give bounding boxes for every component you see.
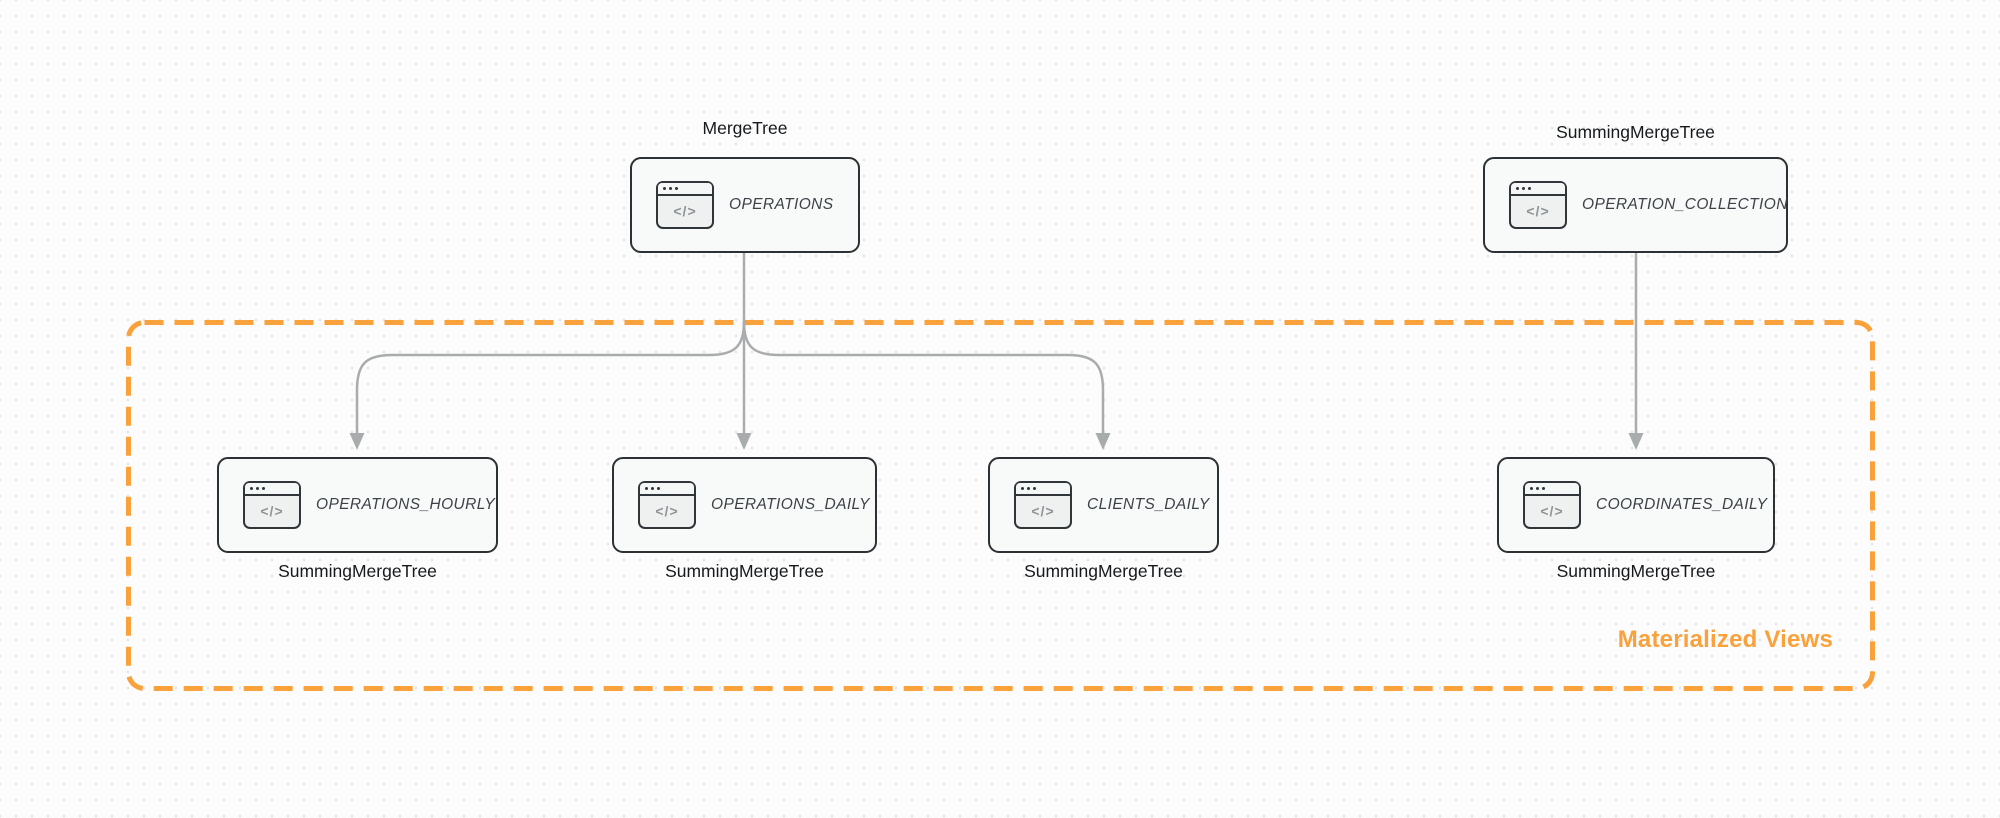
code-glyph: </> <box>1540 502 1564 519</box>
engine-label-clients-daily: SummingMergeTree <box>1024 561 1183 581</box>
window-bar <box>1525 483 1579 496</box>
node-title: OPERATIONS <box>729 196 834 213</box>
arrowhead-operations-hourly <box>349 433 365 450</box>
window-bar <box>1511 183 1565 196</box>
node-clients-daily[interactable]: </> CLIENTS_DAILY <box>988 457 1219 553</box>
arrowhead-operations-daily <box>736 433 752 450</box>
node-operations[interactable]: </> OPERATIONS <box>630 157 860 253</box>
code-window-icon: </> <box>243 481 301 529</box>
code-glyph: </> <box>260 502 284 519</box>
node-title: OPERATION_COLLECTION <box>1582 196 1788 213</box>
node-title: CLIENTS_DAILY <box>1087 496 1210 513</box>
node-title: OPERATIONS_DAILY <box>711 496 870 513</box>
code-window-icon: </> <box>638 481 696 529</box>
window-bar <box>658 183 712 196</box>
code-glyph: </> <box>1526 202 1550 219</box>
node-title: OPERATIONS_HOURLY <box>316 496 496 513</box>
arrowhead-coordinates-daily <box>1628 433 1644 450</box>
engine-label-operations: MergeTree <box>702 118 788 138</box>
edge-operations-to-clients-daily <box>742 321 1105 434</box>
window-bar <box>640 483 694 496</box>
engine-label-operations-hourly: SummingMergeTree <box>278 561 437 581</box>
code-window-icon: </> <box>1509 181 1567 229</box>
window-bar <box>245 483 299 496</box>
arrowhead-clients-daily <box>1095 433 1111 450</box>
node-coordinates-daily[interactable]: </> COORDINATES_DAILY <box>1497 457 1775 553</box>
window-bar <box>1016 483 1070 496</box>
materialized-views-label: Materialized Views <box>1617 626 1833 653</box>
code-window-icon: </> <box>656 181 714 229</box>
node-operations-hourly[interactable]: </> OPERATIONS_HOURLY <box>217 457 498 553</box>
code-glyph: </> <box>673 202 697 219</box>
node-title: COORDINATES_DAILY <box>1596 496 1768 513</box>
engine-label-operations-daily: SummingMergeTree <box>665 561 824 581</box>
materialized-views-group-box <box>126 320 1875 691</box>
engine-label-operation-collection: SummingMergeTree <box>1556 122 1715 142</box>
node-operation-collection[interactable]: </> OPERATION_COLLECTION <box>1483 157 1788 253</box>
node-operations-daily[interactable]: </> OPERATIONS_DAILY <box>612 457 877 553</box>
edge-operations-to-operations-hourly <box>355 321 746 434</box>
code-glyph: </> <box>655 502 679 519</box>
code-window-icon: </> <box>1014 481 1072 529</box>
code-glyph: </> <box>1031 502 1055 519</box>
code-window-icon: </> <box>1523 481 1581 529</box>
engine-label-coordinates-daily: SummingMergeTree <box>1556 561 1716 581</box>
